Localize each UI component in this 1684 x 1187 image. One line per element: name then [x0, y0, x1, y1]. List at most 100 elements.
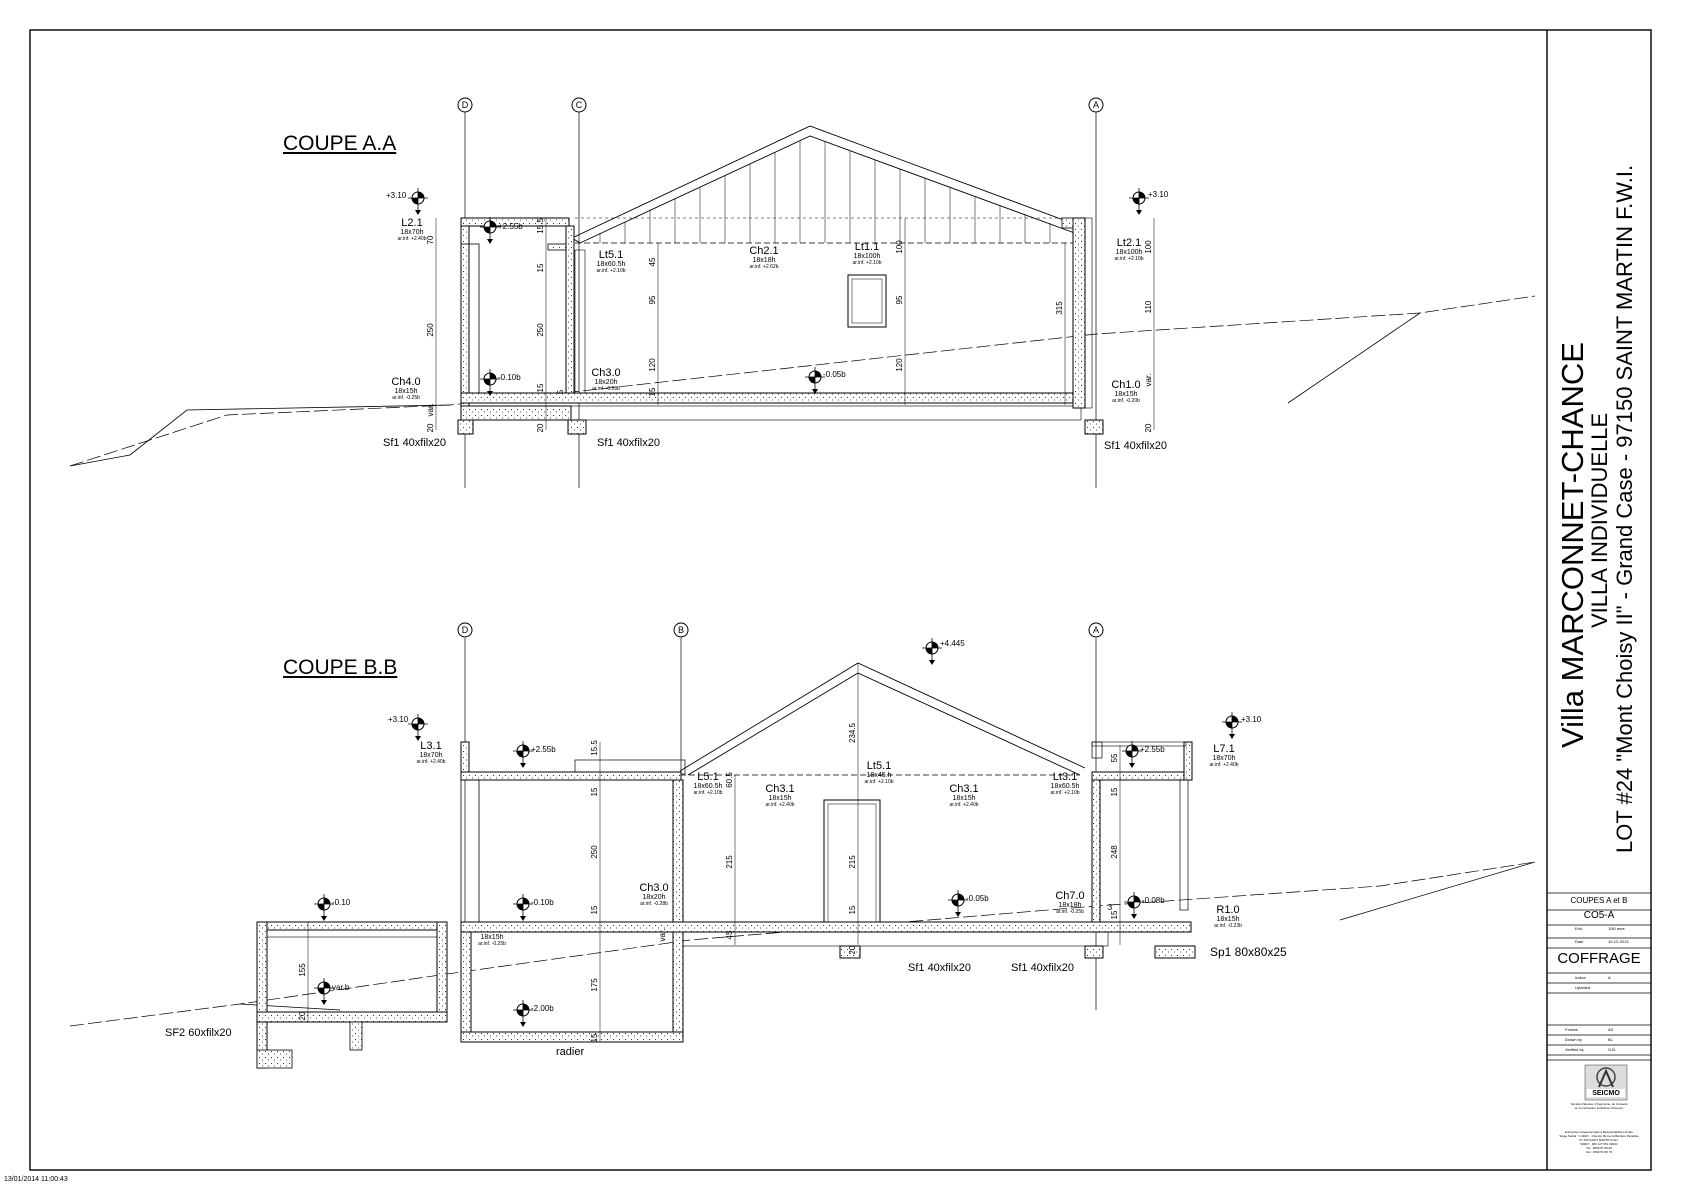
beam-label: L2.1 18x70h ar.inf. +2.40b: [397, 217, 427, 242]
radier-label: radier: [556, 1046, 585, 1058]
dim-a-13: 95: [895, 295, 904, 304]
dim-b-21: var.: [658, 929, 667, 942]
footing-label: Sf1 40xfilx20: [597, 437, 660, 449]
sheet-frame: [29, 29, 1652, 1171]
coupe-a-title: COUPE A.A: [283, 132, 397, 155]
company-line-2: en Construction & Maîtrise d'Oeuvre: [1574, 1106, 1624, 1110]
address-block: Entreprise Unipersonnelle à Responsabili…: [1559, 1130, 1639, 1154]
beam-label: Lt2.1 18x100h ar.inf. +2.10b: [1114, 237, 1144, 262]
level-b-top-left: +3.10: [388, 715, 409, 724]
beam-label: L7.1 18x70h ar.inf. +2.40b: [1209, 743, 1239, 768]
dim-a-12: 100: [895, 240, 904, 254]
axis-label-a-b: A: [1093, 625, 1099, 635]
coupe-b-title: COUPE B.B: [283, 656, 398, 679]
dim-b-18: 175: [590, 978, 599, 992]
project-title-block: Villa MARCONNET-CHANCE VILLA INDIVIDUELL…: [1555, 48, 1651, 878]
dim-a-3: 15: [536, 263, 545, 272]
dim-b-13: 15: [1110, 910, 1119, 919]
dim-a-18: var.: [1144, 374, 1153, 387]
beam-label: Lt3.1 18x60.5h ar.inf. +2.10b: [1050, 771, 1080, 796]
format-value: A3: [1608, 1027, 1613, 1032]
dim-a-4: 250: [426, 323, 435, 337]
beam-label: R1.0 18x15h ar.inf. -0.23b: [1214, 904, 1242, 929]
dim-a-11: 15: [648, 387, 657, 396]
beam-label: Ch3.0 18x20h ar.inf. -0.28b: [639, 882, 669, 907]
footing-label: SF2 60xfilx20: [165, 1027, 232, 1039]
sheet-code: CO5-A: [1583, 910, 1615, 921]
dim-a-7: 95: [648, 295, 657, 304]
footing-label: Sf1 40xfilx20: [1011, 962, 1074, 974]
dim-b-15: 20: [848, 945, 857, 954]
level-b-4: -0.10b: [531, 898, 554, 907]
dim-b-12: 15: [590, 905, 599, 914]
level-b-5: -0.05b: [966, 894, 989, 903]
dim-b-10: 15: [1110, 787, 1119, 796]
beam-label: Ch3.1 18x15h ar.inf. +2.40b: [765, 783, 795, 808]
dim-a-6: 45: [648, 257, 657, 266]
company-logo: [1584, 1064, 1628, 1101]
coupe-b-section: D B A: [69, 622, 1536, 1069]
footing-label: Sf1 40xfilx20: [1104, 440, 1167, 452]
dim-a-15: 315: [1055, 301, 1064, 315]
dim-a-22: var.: [426, 404, 435, 417]
date-value: 10-12-2013: [1608, 939, 1629, 944]
dim-a-5: 250: [536, 323, 545, 337]
company-line-1: Société d'Etudes, d'Ingénierie, de Conse…: [1570, 1102, 1628, 1106]
level-a-3: -0.05b: [823, 370, 846, 379]
level-b-3: -0.10: [332, 898, 351, 907]
level-a-1: +2.55b: [498, 222, 523, 231]
level-b-1: +2.55b: [531, 745, 556, 754]
title-block: [1547, 892, 1651, 1171]
footing-label: Sp1 80x80x25: [1210, 945, 1287, 959]
dim-a-9: 15: [536, 383, 545, 392]
dim-b-20: 3: [1108, 903, 1113, 912]
dim-a-21: 20: [1144, 423, 1153, 432]
indice-value: A: [1608, 975, 1611, 980]
dim-a-1: 70: [426, 235, 435, 244]
indice-label: Indice: [1575, 975, 1586, 980]
axis-label-d-b: D: [462, 625, 469, 635]
print-timestamp: 13/01/2014 11:00:43: [4, 1176, 68, 1183]
project-subtitle: VILLA INDIVIDUELLE: [1587, 412, 1612, 628]
coupe-a-dimensions: 70 15.5 15 250 250 45 95 120 15 5 15 100…: [426, 218, 1153, 433]
beam-label: Lt5.1 18x60.5h ar.inf. +2.10b: [596, 249, 626, 274]
dim-b-5: 250: [590, 845, 599, 859]
beam-label: 18x15h ar.inf. -0.25b: [478, 934, 506, 947]
beam-label: Ch2.1 18x18h ar.inf. +2.62b: [749, 245, 779, 270]
ech-value: 1/50 ème: [1608, 926, 1625, 931]
axis-label-d: D: [462, 100, 469, 110]
dim-a-16: 100: [1144, 240, 1153, 254]
level-b-2: +2.55b: [1140, 745, 1165, 754]
beam-label: Lt5.1 18x45.h ar.inf. +2.10b: [864, 760, 894, 785]
dim-a-8: 120: [648, 358, 657, 372]
footing-label: Sf1 40xfilx20: [908, 962, 971, 974]
level-b-top-right: +3.10: [1241, 715, 1262, 724]
format-label: Format: [1565, 1027, 1578, 1032]
ech-label: Ech.: [1575, 926, 1584, 931]
dim-a-19: 20: [426, 423, 435, 432]
coupe-a-section: D C A: [69, 97, 1536, 488]
verified-value: G.B.: [1608, 1047, 1617, 1052]
dim-b-16: 155: [298, 963, 307, 977]
logo-text: SEICMO: [1592, 1090, 1620, 1097]
dim-b-3: 234.5: [848, 722, 857, 743]
axis-label-c: C: [576, 100, 583, 110]
drawn-value: BL: [1608, 1037, 1613, 1042]
dim-a-2: 15.5: [536, 218, 545, 234]
coupe-b-dimensions: 15.5 60.5 234.5 15 250 215 215 15 248 15…: [298, 722, 1119, 1042]
dim-b-6: 215: [725, 855, 734, 869]
dim-b-2: 60.5: [725, 772, 734, 788]
project-lot: LOT #24 "Mont Choisy II" - Grand Case - …: [1612, 164, 1637, 853]
lot-name: COFFRAGE: [1557, 950, 1641, 967]
dim-b-7: 215: [848, 855, 857, 869]
project-title: Villa MARCONNET-CHANCE: [1555, 342, 1590, 748]
footing-label: Sf1 40xfilx20: [383, 437, 446, 449]
verified-label: Verified by: [1565, 1047, 1584, 1052]
dim-b-4: 15: [590, 787, 599, 796]
updated-label: Updated: [1575, 985, 1591, 990]
level-b-8: -2.00b: [531, 1004, 554, 1013]
level-a-top-left: +3.10: [386, 191, 407, 200]
level-b-ridge: +4.445: [940, 639, 965, 648]
